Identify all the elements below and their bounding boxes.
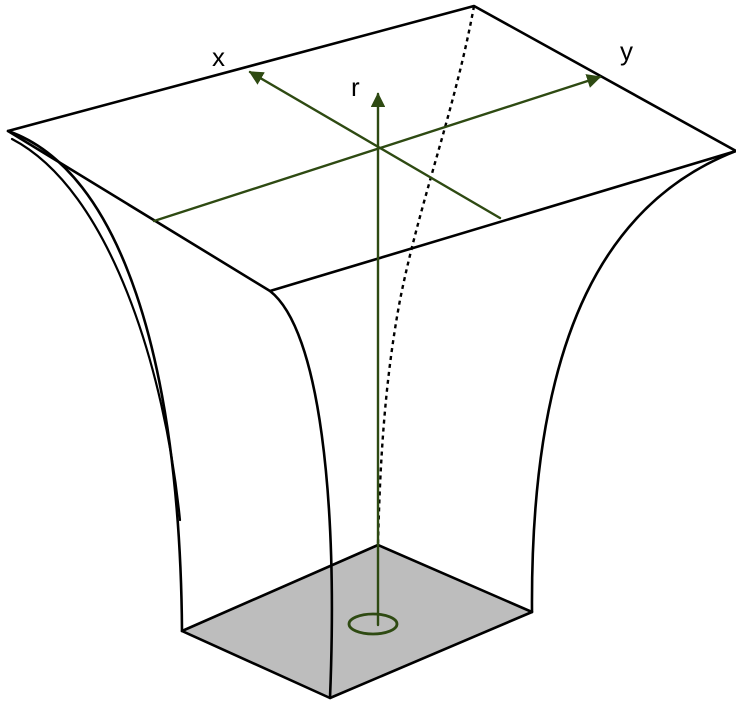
left-flared-edge [6, 129, 184, 633]
base-circle [347, 612, 399, 636]
x-axis-line [248, 70, 502, 220]
hidden-back-edge [376, 5, 476, 546]
right-flared-edge [530, 149, 736, 614]
y-axis-label: y [620, 36, 633, 66]
top-plane [6, 4, 736, 293]
x-axis-label: x [212, 42, 225, 72]
r-axis-label: r [351, 72, 360, 102]
front-flared-edge [268, 289, 334, 700]
left-flared-edge-inner [10, 137, 182, 522]
base-plane [180, 543, 534, 700]
